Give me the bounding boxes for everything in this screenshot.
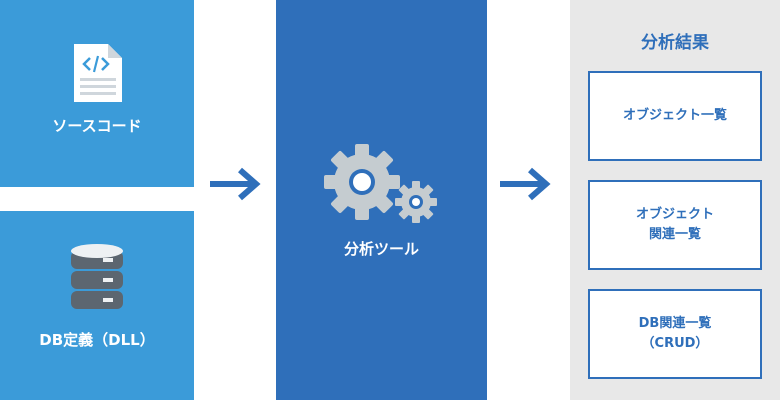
results-title: 分析結果: [641, 33, 709, 53]
arrow-right-icon: [500, 167, 551, 201]
source-code-panel: ソースコード: [0, 0, 194, 187]
db-definition-label: DB定義（DLL）: [39, 331, 155, 349]
result-line: オブジェクト: [635, 207, 714, 222]
result-line: （CRUD）: [641, 336, 709, 351]
database-icon: [71, 244, 123, 309]
result-line: 関連一覧: [648, 227, 701, 242]
db-definition-panel: DB定義（DLL）: [0, 211, 194, 400]
result-object-relations: オブジェクト 関連一覧: [588, 180, 762, 270]
arrow-right-icon: [210, 167, 261, 201]
result-line: DB関連一覧: [638, 316, 712, 331]
source-code-label: ソースコード: [52, 117, 142, 135]
gears-icon: [324, 144, 437, 223]
analysis-results-panel: 分析結果 オブジェクト一覧 オブジェクト 関連一覧 DB関連一覧 （CRUD）: [570, 0, 780, 400]
code-file-icon: [74, 44, 122, 102]
result-object-list: オブジェクト一覧: [588, 71, 762, 161]
analysis-tool-label: 分析ツール: [343, 240, 419, 258]
result-line: オブジェクト一覧: [622, 108, 727, 123]
analysis-tool-panel: 分析ツール: [276, 0, 487, 400]
result-db-crud: DB関連一覧 （CRUD）: [588, 289, 762, 379]
